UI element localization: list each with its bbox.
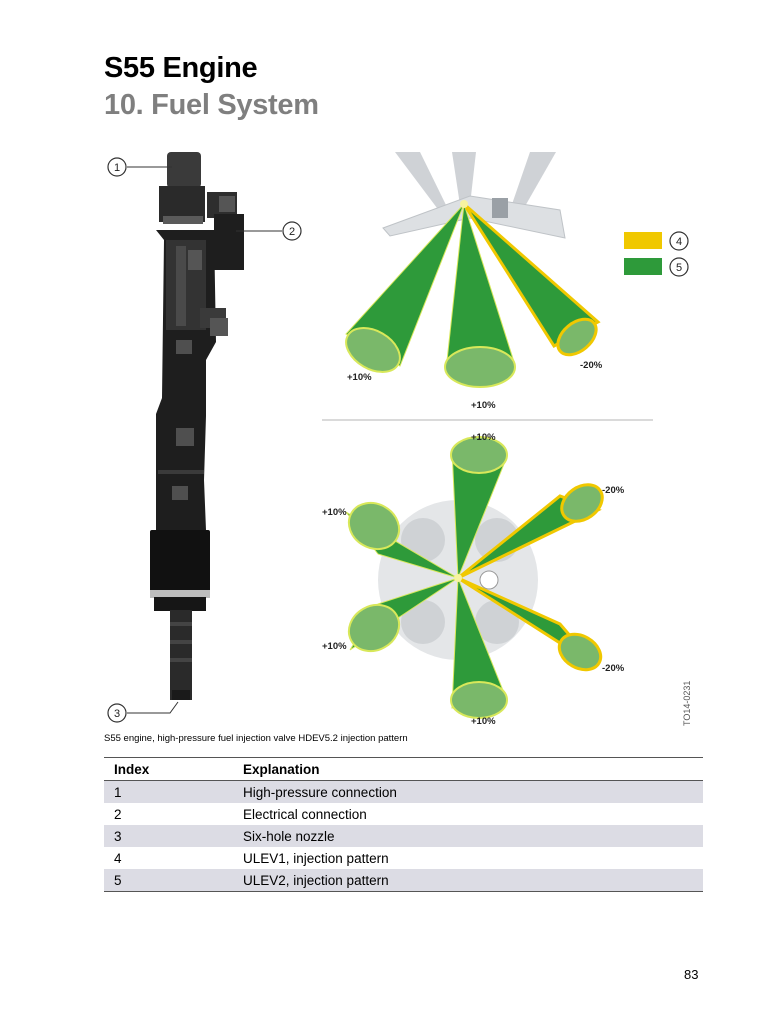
- section-subtitle: 10. Fuel System: [104, 89, 319, 121]
- side-label-1: +10%: [347, 372, 372, 383]
- svg-text:3: 3: [114, 708, 120, 720]
- page-title: S55 Engine: [104, 52, 258, 84]
- side-view-spray-pattern: +10% +10% -20%: [345, 152, 603, 411]
- legend-swatch-yellow: [624, 232, 662, 249]
- row-explanation: ULEV2, injection pattern: [233, 869, 703, 892]
- legend-swatch-green: [624, 258, 662, 275]
- row-index: 3: [104, 825, 233, 847]
- top-label-3: +10%: [322, 507, 347, 518]
- top-label-1: +10%: [471, 432, 496, 443]
- fuel-injector-illustration: [150, 152, 244, 700]
- top-label-5: -20%: [602, 663, 625, 674]
- table-row: 3 Six-hole nozzle: [104, 825, 703, 847]
- row-explanation: Six-hole nozzle: [233, 825, 703, 847]
- row-index: 1: [104, 780, 233, 803]
- image-code: TO14-0231: [682, 681, 692, 726]
- pattern-legend: 4 5: [624, 231, 689, 277]
- svg-text:1: 1: [114, 162, 120, 174]
- callout-2: 2: [236, 221, 302, 241]
- top-label-2: -20%: [602, 485, 625, 496]
- injection-pattern-figure: 1 2 3 +10% +10% -20% 4 5: [107, 152, 692, 727]
- row-explanation: High-pressure connection: [233, 780, 703, 803]
- legend-index-5: 5: [676, 262, 682, 274]
- row-explanation: Electrical connection: [243, 806, 367, 822]
- page-number: 83: [684, 967, 699, 982]
- index-table: Index Explanation 1 High-pressure connec…: [104, 757, 703, 892]
- callout-3: 3: [107, 701, 179, 723]
- table-row: 2 Electrical connection: [104, 803, 703, 825]
- row-index: 4: [114, 850, 122, 866]
- legend-index-4: 4: [676, 236, 682, 248]
- row-explanation: ULEV1, injection pattern: [243, 850, 389, 866]
- top-label-4: +10%: [322, 641, 347, 652]
- side-label-2: +10%: [471, 400, 496, 411]
- table-row: 4 ULEV1, injection pattern: [104, 847, 703, 869]
- header-index: Index: [104, 757, 233, 781]
- header-explanation: Explanation: [233, 757, 703, 781]
- callout-1: 1: [107, 157, 172, 177]
- table-row: 5 ULEV2, injection pattern: [104, 869, 703, 892]
- svg-text:2: 2: [289, 226, 295, 238]
- figure-caption: S55 engine, high-pressure fuel injection…: [104, 733, 408, 744]
- top-view-spray-pattern: +10% -20% +10% +10% -20% +10%: [322, 432, 625, 727]
- table-row: 1 High-pressure connection: [104, 780, 703, 803]
- table-header-row: Index Explanation: [104, 757, 703, 781]
- row-index: 5: [104, 869, 233, 892]
- side-label-3: -20%: [580, 360, 603, 371]
- top-label-6: +10%: [471, 716, 496, 727]
- row-index: 2: [114, 806, 122, 822]
